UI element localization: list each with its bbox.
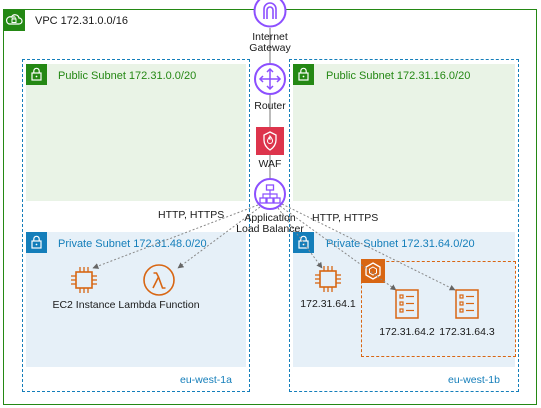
ecs-cluster-icon xyxy=(365,262,381,280)
lock-icon xyxy=(31,67,42,81)
alb-to-lambda-link xyxy=(177,206,261,269)
alb-to-node1-link xyxy=(277,207,323,269)
az-b-label: eu-west-1b xyxy=(448,374,500,386)
lambda-icon xyxy=(143,264,175,296)
alb-to-ec2-link xyxy=(92,204,259,269)
node-172-31-64-3-label: 172.31.64.3 xyxy=(439,326,495,338)
server-icon xyxy=(395,289,419,319)
node-172-31-64-2-label: 172.31.64.2 xyxy=(379,326,435,338)
router-icon xyxy=(254,63,286,95)
lock-icon xyxy=(31,235,42,249)
ec2-instance-label: EC2 Instance xyxy=(52,299,116,311)
public-subnet-b-title: Public Subnet 172.31.16.0/20 xyxy=(326,70,471,82)
internet-gateway-label-line2: Gateway xyxy=(249,42,291,54)
lock-icon xyxy=(298,67,309,81)
auto-scaling-group-boundary xyxy=(361,261,516,357)
public-subnet-b-badge xyxy=(293,64,314,85)
internet-gateway-icon xyxy=(253,0,287,28)
alb-label-line1: Application xyxy=(244,212,296,224)
waf-icon xyxy=(256,127,284,155)
availability-zone-a xyxy=(22,59,250,392)
private-subnet-a xyxy=(26,232,246,367)
private-subnet-a-title: Private Subnet 172.31.48.0/20 xyxy=(58,238,207,250)
availability-zone-b xyxy=(289,59,519,392)
alb-to-node3-link xyxy=(281,203,456,291)
router-label: Router xyxy=(254,100,286,112)
internet-gateway-label-line1: Internet xyxy=(252,31,288,43)
public-subnet-a-badge xyxy=(26,64,47,85)
load-balancer-icon xyxy=(254,178,286,210)
private-subnet-a-badge xyxy=(26,232,47,253)
public-subnet-b xyxy=(293,64,515,201)
az-a-label: eu-west-1a xyxy=(180,374,232,386)
ec2-instance-icon xyxy=(315,266,341,292)
server-icon xyxy=(455,289,479,319)
alb-label-line2: Load Balancer xyxy=(236,223,304,235)
node-172-31-64-1-label: 172.31.64.1 xyxy=(300,298,356,310)
waf-label: WAF xyxy=(258,158,282,170)
private-subnet-b-title: Private Subnet 172.31.64.0/20 xyxy=(326,238,475,250)
public-subnet-a-title: Public Subnet 172.31.0.0/20 xyxy=(58,70,197,82)
http-https-right-label: HTTP, HTTPS xyxy=(312,212,379,224)
cloud-icon xyxy=(5,14,23,25)
public-subnet-a xyxy=(26,64,246,201)
vpc-label: VPC 172.31.0.0/16 xyxy=(35,15,128,27)
ec2-instance-icon xyxy=(71,267,97,293)
private-subnet-b-badge xyxy=(293,232,314,253)
http-https-left-label: HTTP, HTTPS xyxy=(158,209,225,221)
lambda-function-label: Lambda Function xyxy=(118,299,200,311)
vpc-badge xyxy=(3,9,25,31)
